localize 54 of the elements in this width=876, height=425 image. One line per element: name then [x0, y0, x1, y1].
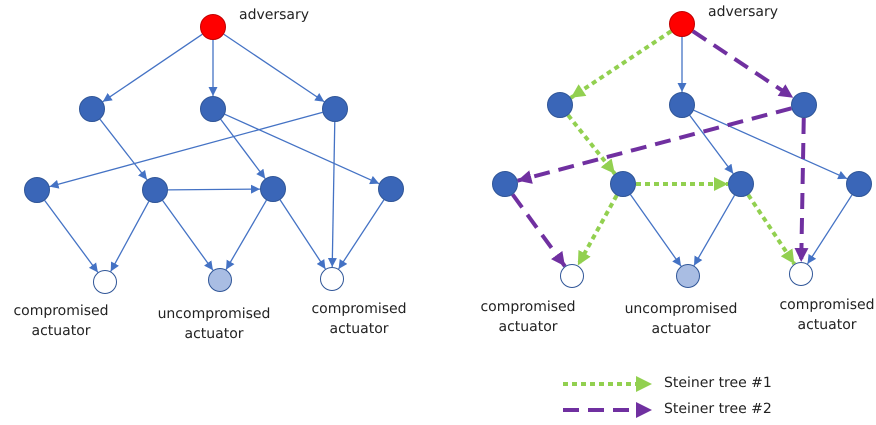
node-circle: [791, 92, 817, 118]
node-label: uncompromised actuator: [624, 300, 738, 339]
node-circle: [610, 171, 636, 197]
arrow: [220, 119, 266, 179]
node-circle: [492, 171, 518, 197]
arrow: [636, 177, 728, 191]
node-circle: [547, 92, 573, 118]
legend-label: Steiner tree #2: [664, 401, 772, 417]
arrow: [576, 194, 618, 266]
arrow: [746, 194, 796, 266]
node-label: uncompromised actuator: [156, 305, 272, 344]
arrow: [630, 194, 682, 267]
node-label: adversary: [708, 3, 778, 22]
arrow: [806, 194, 852, 264]
arrow: [223, 34, 325, 102]
arrow: [694, 110, 848, 180]
arrow: [338, 200, 384, 270]
node-circle: [24, 177, 50, 203]
node-circle: [728, 171, 754, 197]
arrow: [168, 184, 260, 194]
arrow: [678, 37, 686, 92]
arrow: [102, 34, 203, 102]
node-circle: [200, 96, 226, 122]
arrow: [693, 194, 736, 266]
node-label: compromised actuator: [778, 296, 876, 335]
arrow: [511, 193, 567, 268]
node-label: compromised actuator: [310, 300, 408, 339]
node-circle: [260, 176, 286, 202]
arrow: [224, 114, 380, 184]
arrow: [280, 200, 326, 270]
node-label: compromised actuator: [12, 302, 110, 341]
arrow: [162, 200, 214, 271]
node-circle: [322, 96, 348, 122]
arrow: [110, 201, 150, 272]
legend-label: Steiner tree #1: [664, 375, 772, 391]
node-circle: [79, 96, 105, 122]
node-circle: [846, 171, 872, 197]
arrow: [225, 200, 268, 270]
arrow: [328, 122, 337, 268]
arrow: [208, 40, 218, 96]
arrow: [517, 106, 792, 184]
arrow: [566, 114, 616, 176]
arrow: [570, 30, 672, 100]
node-circle: [669, 92, 695, 118]
node-circle: [142, 177, 168, 203]
node-label: adversary: [239, 6, 310, 25]
arrow: [99, 118, 148, 180]
arrow: [692, 30, 794, 100]
arrow: [794, 118, 808, 262]
node-circle: [378, 176, 404, 202]
arrow: [49, 112, 323, 189]
node-label: compromised actuator: [479, 298, 577, 337]
arrow: [689, 115, 734, 174]
arrow: [44, 200, 98, 273]
